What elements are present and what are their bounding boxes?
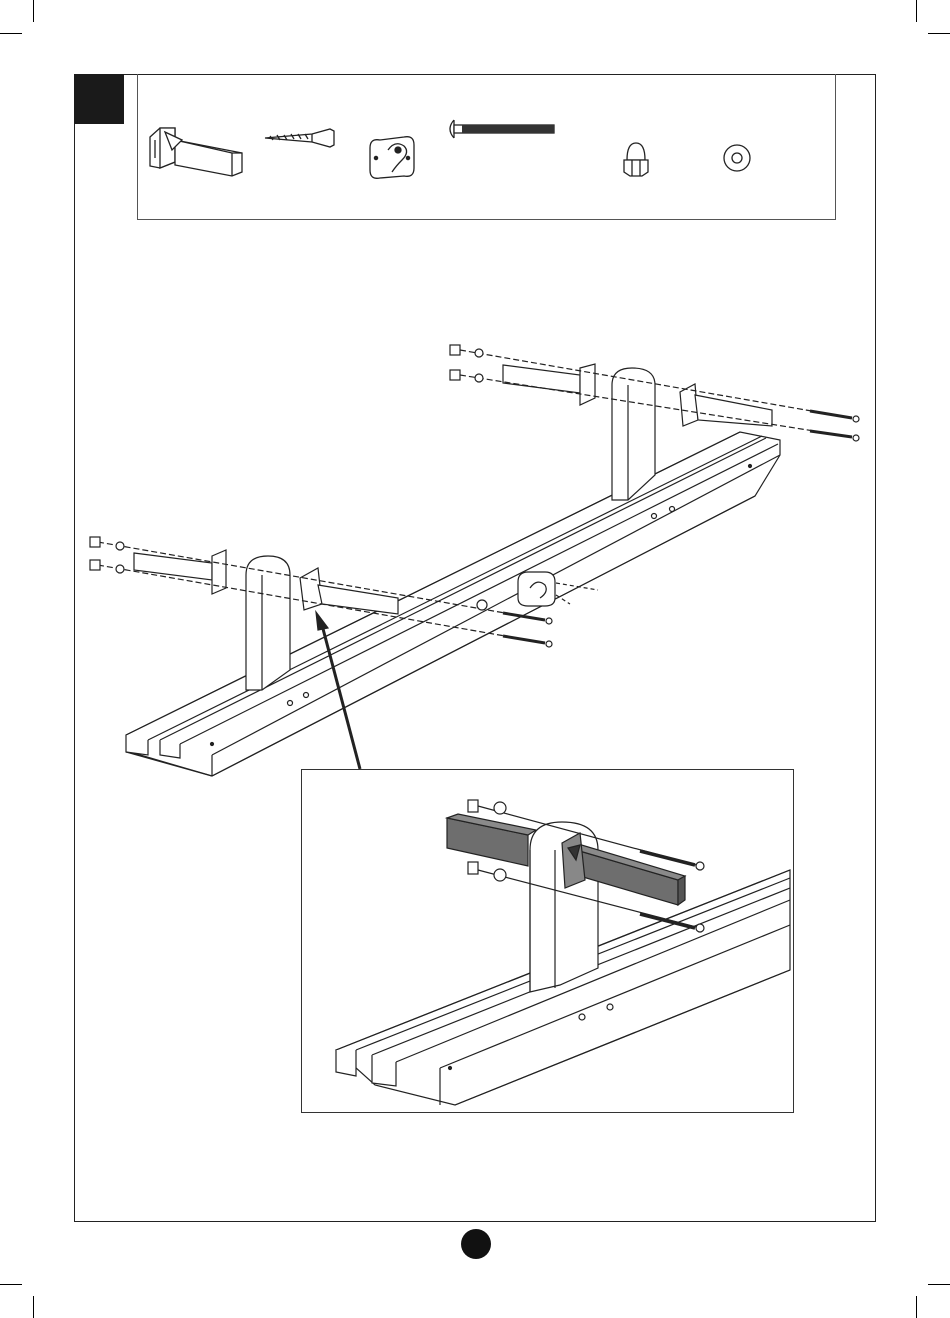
page-number-dot <box>461 1229 491 1259</box>
